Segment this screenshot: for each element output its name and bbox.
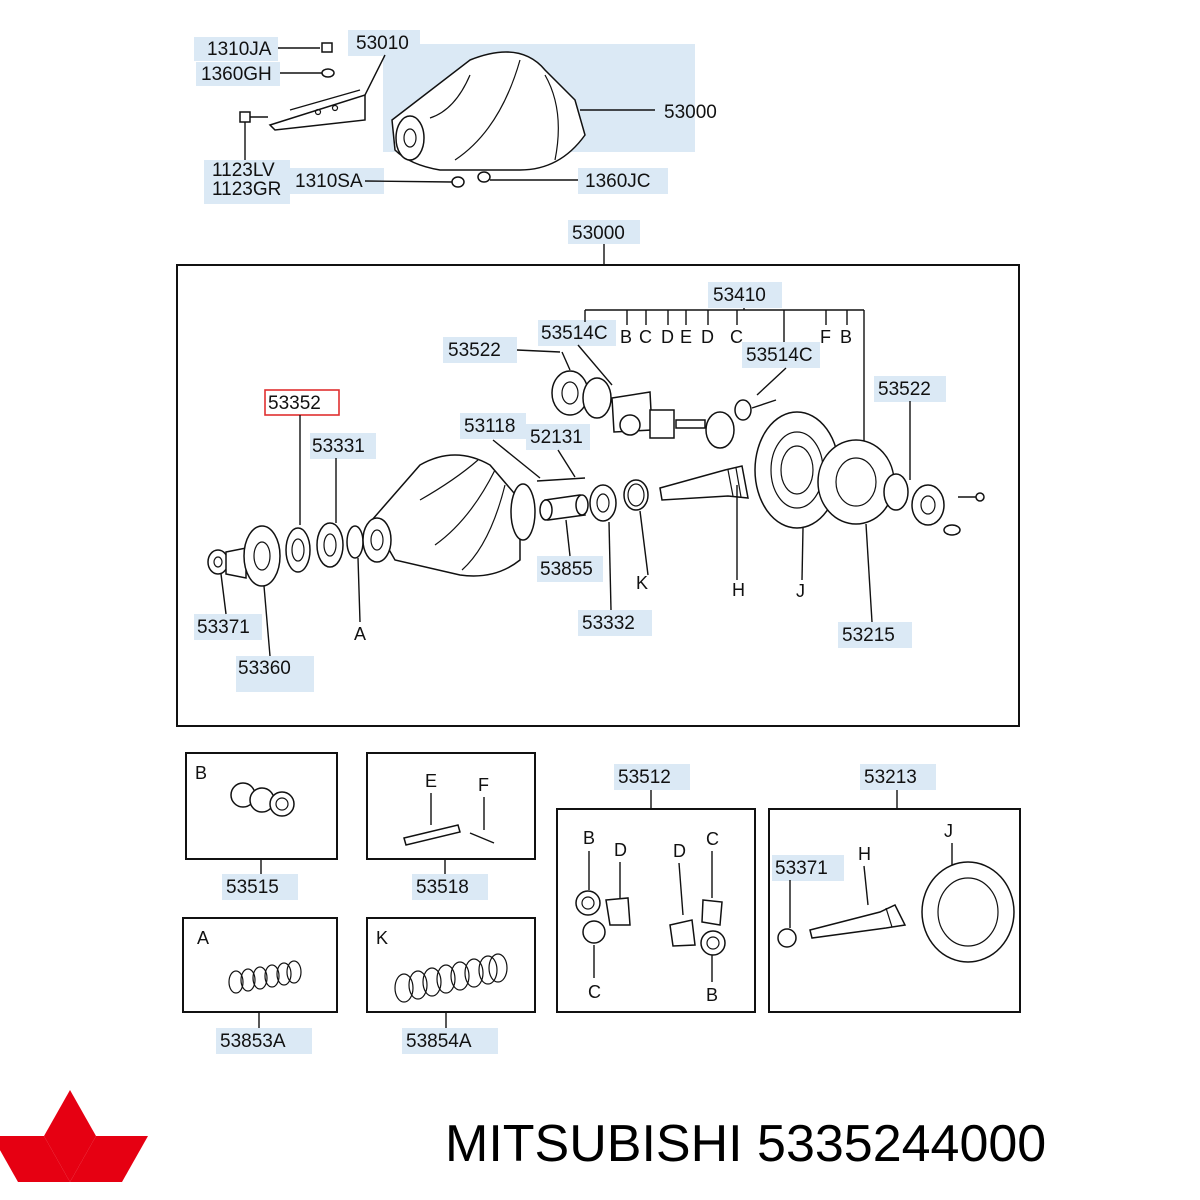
letter-top-d1: D xyxy=(661,327,674,347)
letter-s512-b1: B xyxy=(583,828,595,848)
letter-s512-d2: D xyxy=(673,841,686,861)
letter-top-f: F xyxy=(820,327,831,347)
letter-s512-c2: C xyxy=(588,982,601,1002)
letter-s512-c1: C xyxy=(706,829,719,849)
subset-53853a: A 53853A xyxy=(182,917,338,1054)
label-53515: 53515 xyxy=(226,877,279,898)
label-53522-a: 53522 xyxy=(448,340,501,361)
brand-part-number: MITSUBISHI 5335244000 xyxy=(445,1115,1046,1173)
label-53410: 53410 xyxy=(713,285,766,306)
label-1123lv: 1123LV xyxy=(212,160,275,181)
label-53853a: 53853A xyxy=(220,1031,286,1052)
main-assembly-frame xyxy=(176,264,1020,727)
label-53512: 53512 xyxy=(618,767,671,788)
mitsubishi-logo-icon xyxy=(0,1090,148,1182)
letter-top-b1: B xyxy=(620,327,632,347)
letter-box-b: B xyxy=(195,763,207,783)
label-53213: 53213 xyxy=(864,767,917,788)
label-1360gh: 1360GH xyxy=(201,64,272,85)
letter-top-c1: C xyxy=(639,327,652,347)
label-53118: 53118 xyxy=(464,416,515,437)
label-53000-top: 53000 xyxy=(664,102,717,123)
label-53514c-a: 53514C xyxy=(541,323,608,344)
subset-53213: 53213 53371 H J xyxy=(768,764,1021,1013)
subset-53518: E F 53518 xyxy=(366,752,536,900)
label-53010: 53010 xyxy=(356,33,409,54)
main-assembly: 53000 B C D E D xyxy=(176,220,1020,727)
label-53352: 53352 xyxy=(268,393,321,414)
label-53518: 53518 xyxy=(416,877,469,898)
label-1310sa: 1310SA xyxy=(295,171,363,192)
letter-s512-d1: D xyxy=(614,840,627,860)
label-53360: 53360 xyxy=(238,658,291,679)
letter-box-k: K xyxy=(376,928,388,948)
label-1123gr: 1123GR xyxy=(212,179,281,200)
letter-box-e: E xyxy=(425,771,437,791)
label-53522-b: 53522 xyxy=(878,379,931,400)
letter-top-d2: D xyxy=(701,327,714,347)
label-53331: 53331 xyxy=(312,436,365,457)
label-53371-a: 53371 xyxy=(197,617,250,638)
label-53000-main: 53000 xyxy=(572,223,625,244)
letter-main-j: J xyxy=(796,581,805,601)
letter-s512-b2: B xyxy=(706,985,718,1005)
letter-top-b2: B xyxy=(840,327,852,347)
letter-main-a: A xyxy=(354,624,366,644)
subset-53854a: K 53854A xyxy=(366,917,536,1054)
letter-box-a: A xyxy=(197,928,209,948)
label-53332: 53332 xyxy=(582,613,635,634)
letter-main-k: K xyxy=(636,573,648,593)
letter-s213-j: J xyxy=(944,821,953,841)
label-52131: 52131 xyxy=(530,427,583,448)
label-53215: 53215 xyxy=(842,625,895,646)
letter-top-c2: C xyxy=(730,327,743,347)
letter-s213-h: H xyxy=(858,844,871,864)
letter-box-f: F xyxy=(478,775,489,795)
label-1360jc: 1360JC xyxy=(585,171,651,192)
letter-main-h: H xyxy=(732,580,745,600)
label-1310ja: 1310JA xyxy=(207,39,272,60)
top-assembly: 1310JA 1360GH 53010 53000 1123LV 1123GR … xyxy=(194,30,717,204)
label-53371-b: 53371 xyxy=(775,858,828,879)
label-53854a: 53854A xyxy=(406,1031,472,1052)
subset-53515: B 53515 xyxy=(185,752,338,900)
label-53514c-b: 53514C xyxy=(746,345,813,366)
label-53855: 53855 xyxy=(540,559,593,580)
letter-top-e: E xyxy=(680,327,692,347)
highlight-box-53352 xyxy=(264,389,340,416)
subset-53512: 53512 B D D C C B xyxy=(556,764,756,1013)
